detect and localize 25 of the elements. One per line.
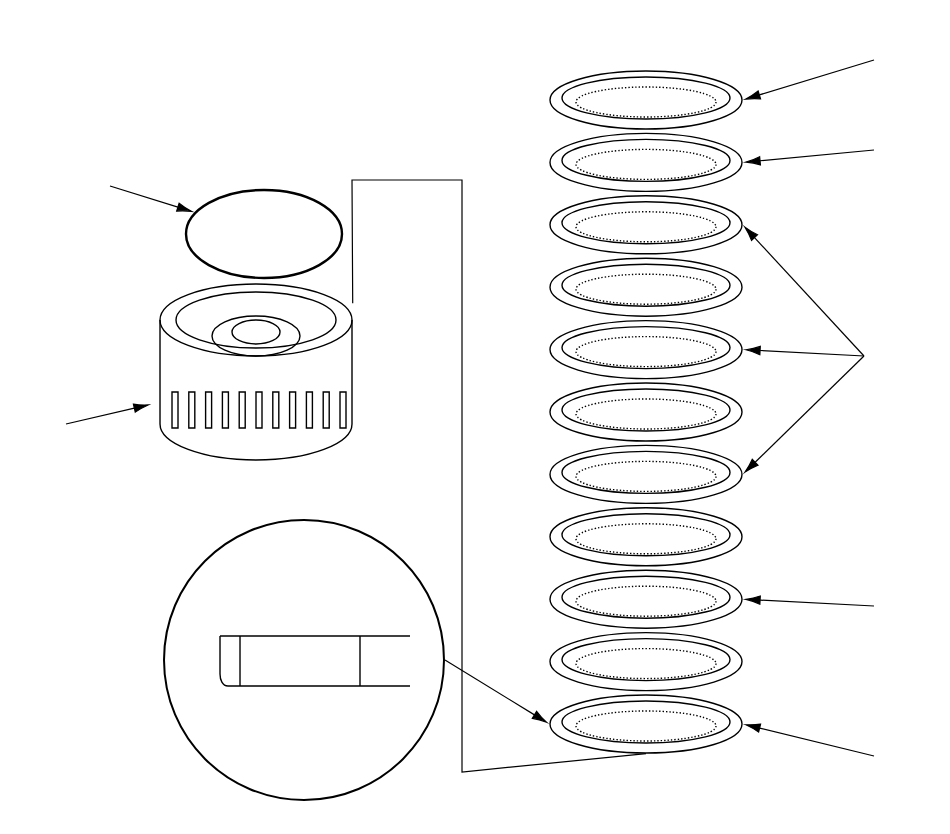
clutch-plate — [549, 70, 743, 130]
leader-line — [745, 595, 875, 607]
leader-line — [745, 149, 875, 166]
leader-line — [745, 723, 875, 757]
clutch-plate — [549, 444, 743, 505]
leader-line — [745, 345, 865, 357]
drum-drawing — [159, 283, 353, 461]
clutch-plate — [549, 132, 743, 193]
leader-line — [109, 185, 192, 212]
leader-line — [744, 226, 865, 357]
clutch-plate — [549, 382, 743, 442]
clutch-plate — [549, 569, 743, 629]
clutch-plate — [549, 631, 743, 692]
clutch-plate — [549, 507, 743, 567]
detail-circle — [163, 519, 445, 801]
snap-ring — [184, 188, 344, 280]
leader-line — [745, 59, 875, 100]
leader-line — [444, 659, 548, 723]
leader-line — [744, 355, 865, 473]
connector-line — [351, 179, 647, 773]
clutch-plate — [549, 694, 743, 754]
clutch-plate — [549, 319, 743, 380]
clutch-plate — [549, 195, 743, 255]
clutch-plate — [549, 257, 743, 317]
leader-line — [65, 403, 149, 425]
